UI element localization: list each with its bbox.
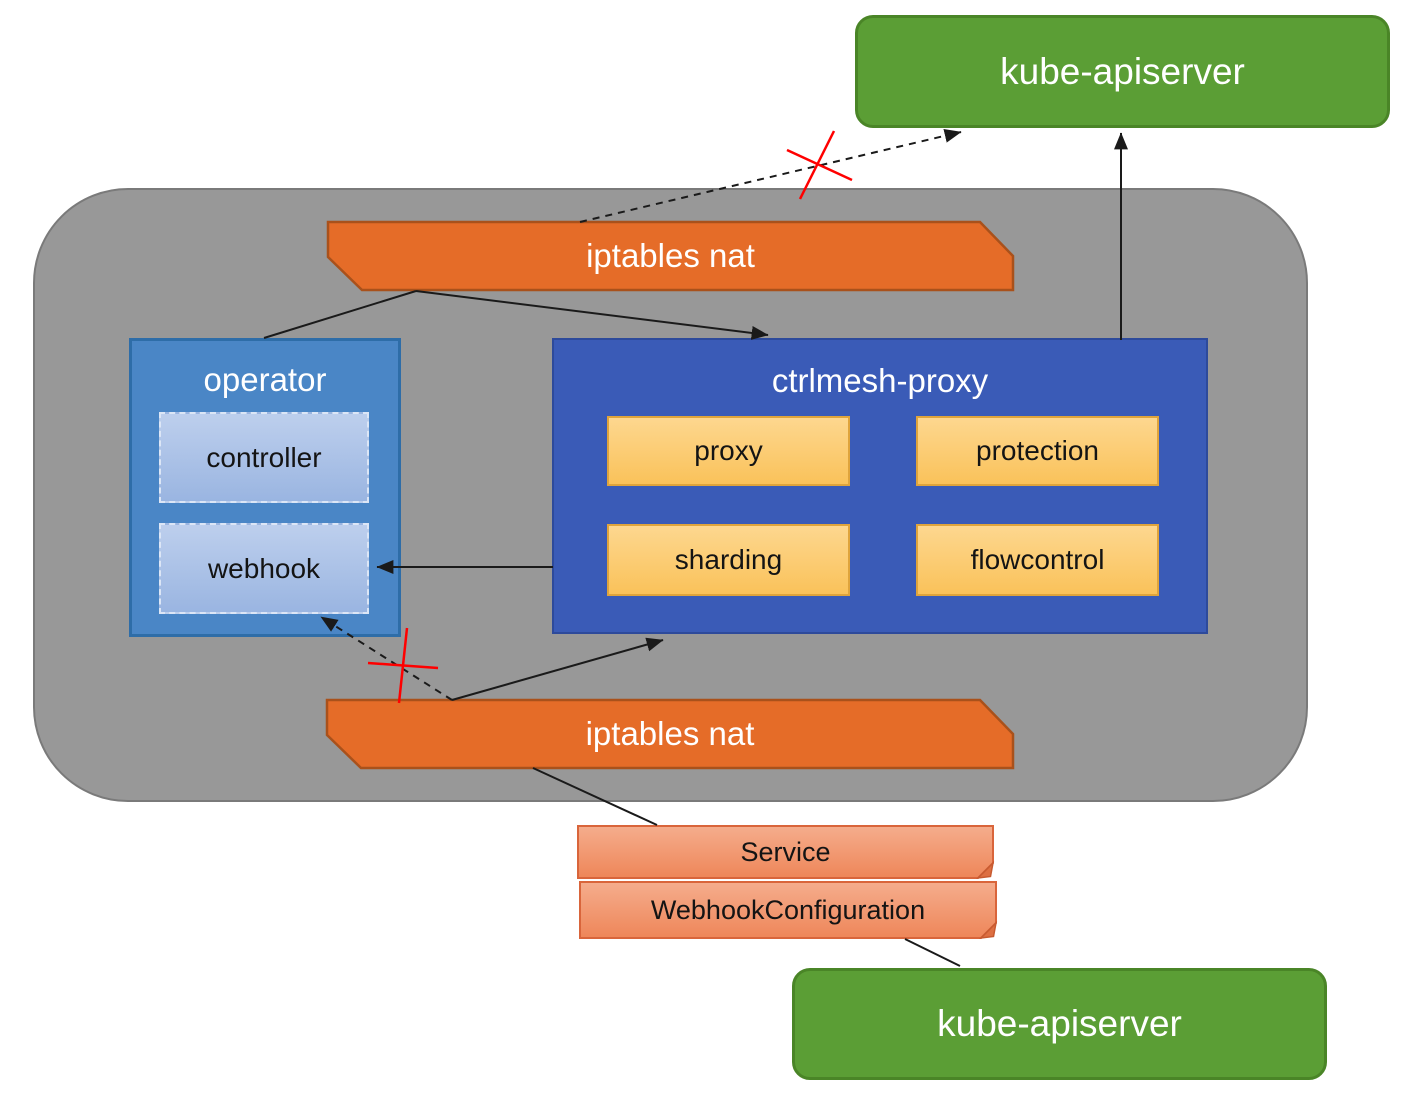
node-kube-apiserver-bottom: kube-apiserver bbox=[792, 968, 1327, 1080]
module-proxy: proxy bbox=[607, 416, 850, 486]
iptables-nat-top-label: iptables nat bbox=[586, 237, 755, 274]
service-label: Service bbox=[740, 836, 831, 867]
iptables-nat-bottom-label: iptables nat bbox=[585, 715, 755, 752]
module-sharding: sharding bbox=[607, 524, 850, 596]
controller-label: controller bbox=[206, 441, 322, 473]
node-ctrlmesh-proxy: ctrlmesh-proxy proxy protection sharding… bbox=[552, 338, 1208, 634]
ctrlmesh-proxy-title: ctrlmesh-proxy bbox=[771, 362, 989, 399]
module-sharding-label: sharding bbox=[674, 544, 783, 575]
node-controller: controller bbox=[159, 412, 369, 503]
operator-title: operator bbox=[203, 361, 327, 398]
module-flowcontrol-label: flowcontrol bbox=[970, 544, 1105, 575]
module-protection-label: protection bbox=[976, 435, 1099, 466]
webhook-label: webhook bbox=[207, 552, 321, 584]
node-kube-apiserver-top: kube-apiserver bbox=[855, 15, 1390, 128]
module-flowcontrol: flowcontrol bbox=[916, 524, 1159, 596]
module-protection: protection bbox=[916, 416, 1159, 486]
edge-webhook-configuration-to-apiserver bbox=[904, 938, 961, 967]
kube-apiserver-bottom-label: kube-apiserver bbox=[937, 1003, 1182, 1044]
kube-apiserver-top-label: kube-apiserver bbox=[1000, 50, 1245, 92]
node-webhook: webhook bbox=[159, 523, 369, 614]
node-operator: operator controller webhook bbox=[129, 338, 401, 637]
module-proxy-label: proxy bbox=[694, 435, 763, 466]
webhook-configuration-label: WebhookConfiguration bbox=[650, 894, 926, 925]
